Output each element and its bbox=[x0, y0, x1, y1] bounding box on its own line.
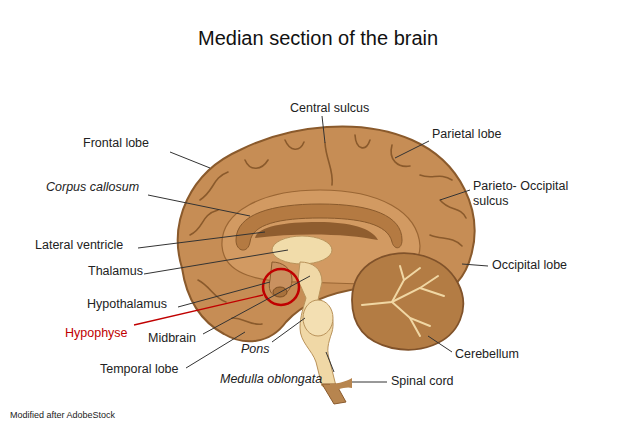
part-label: Thalamus bbox=[88, 264, 143, 279]
part-label: Parieto- Occipital sulcus bbox=[473, 179, 573, 209]
part-label: Lateral ventricle bbox=[35, 238, 123, 253]
part-label: Corpus callosum bbox=[46, 180, 139, 195]
leader-lines bbox=[138, 116, 488, 382]
part-label: Cerebellum bbox=[455, 347, 519, 362]
credit-note: Modified after AdobeStock bbox=[10, 409, 115, 421]
diagram-title: Median section of the brain bbox=[198, 26, 438, 50]
part-label: Central sulcus bbox=[290, 101, 369, 116]
part-label: Occipital lobe bbox=[492, 258, 567, 273]
part-label: Pons bbox=[241, 342, 270, 357]
part-label: Hypophyse bbox=[65, 326, 128, 341]
part-label: Frontal lobe bbox=[83, 136, 149, 151]
part-label: Parietal lobe bbox=[432, 127, 502, 142]
part-label: Spinal cord bbox=[391, 374, 454, 389]
part-label: Hypothalamus bbox=[87, 297, 167, 312]
part-label: Midbrain bbox=[148, 331, 196, 346]
part-label: Temporal lobe bbox=[100, 362, 179, 377]
part-label: Medulla oblongata bbox=[220, 372, 322, 387]
